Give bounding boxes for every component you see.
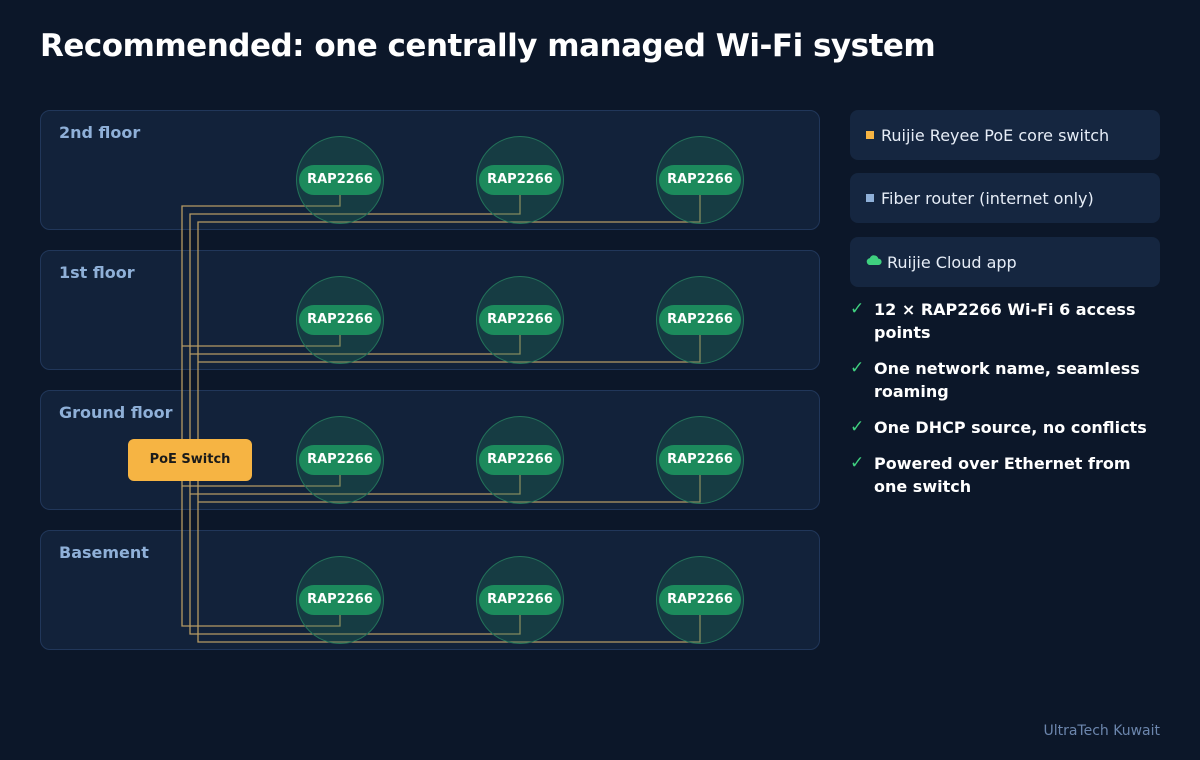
check-icon: ✓	[850, 358, 865, 378]
footer-brand: UltraTech Kuwait	[1043, 723, 1160, 739]
feature-text: Powered over Ethernet from one switch	[874, 454, 1131, 496]
access-point: RAP2266	[296, 416, 384, 504]
feature-item: ✓ 12 × RAP2266 Wi-Fi 6 access points	[850, 298, 1160, 344]
access-point: RAP2266	[296, 556, 384, 644]
feature-item: ✓ One DHCP source, no conflicts	[850, 416, 1160, 439]
orange-square-icon	[866, 131, 874, 139]
check-icon: ✓	[850, 453, 865, 473]
access-point-label: RAP2266	[479, 165, 561, 195]
access-point-label: RAP2266	[659, 585, 741, 615]
poe-switch: PoE Switch	[128, 439, 252, 481]
access-point-label: RAP2266	[299, 165, 381, 195]
check-icon: ✓	[850, 417, 865, 437]
feature-item: ✓ One network name, seamless roaming	[850, 357, 1160, 403]
feature-list: ✓ 12 × RAP2266 Wi-Fi 6 access points ✓ O…	[850, 298, 1160, 511]
access-point-label: RAP2266	[659, 165, 741, 195]
access-point-label: RAP2266	[659, 445, 741, 475]
legend-item-poe-switch: Ruijie Reyee PoE core switch	[850, 110, 1160, 160]
access-point-label: RAP2266	[479, 585, 561, 615]
feature-text: One network name, seamless roaming	[874, 359, 1140, 401]
access-point: RAP2266	[296, 276, 384, 364]
legend-label: Ruijie Cloud app	[887, 252, 1017, 272]
access-point-label: RAP2266	[299, 445, 381, 475]
access-point-label: RAP2266	[299, 585, 381, 615]
access-point: RAP2266	[656, 556, 744, 644]
blue-square-icon	[866, 194, 874, 202]
access-point: RAP2266	[476, 416, 564, 504]
access-point: RAP2266	[656, 276, 744, 364]
check-icon: ✓	[850, 299, 865, 319]
floor-label: 1st floor	[59, 263, 135, 282]
access-point-label: RAP2266	[299, 305, 381, 335]
access-point: RAP2266	[296, 136, 384, 224]
access-point-label: RAP2266	[659, 305, 741, 335]
page-title: Recommended: one centrally managed Wi-Fi…	[40, 28, 936, 64]
floor-label: Basement	[59, 543, 149, 562]
access-point: RAP2266	[476, 136, 564, 224]
feature-item: ✓ Powered over Ethernet from one switch	[850, 452, 1160, 498]
feature-text: One DHCP source, no conflicts	[874, 418, 1147, 437]
floor-label: Ground floor	[59, 403, 173, 422]
access-point: RAP2266	[476, 556, 564, 644]
floor-label: 2nd floor	[59, 123, 141, 142]
access-point: RAP2266	[656, 416, 744, 504]
legend-item-cloud-app: Ruijie Cloud app	[850, 237, 1160, 287]
legend-label: Ruijie Reyee PoE core switch	[881, 125, 1110, 145]
legend-item-fiber-router: Fiber router (internet only)	[850, 173, 1160, 223]
feature-text: 12 × RAP2266 Wi-Fi 6 access points	[874, 300, 1136, 342]
access-point: RAP2266	[656, 136, 744, 224]
access-point: RAP2266	[476, 276, 564, 364]
access-point-label: RAP2266	[479, 305, 561, 335]
cloud-icon	[866, 255, 882, 265]
legend-label: Fiber router (internet only)	[881, 188, 1094, 208]
access-point-label: RAP2266	[479, 445, 561, 475]
